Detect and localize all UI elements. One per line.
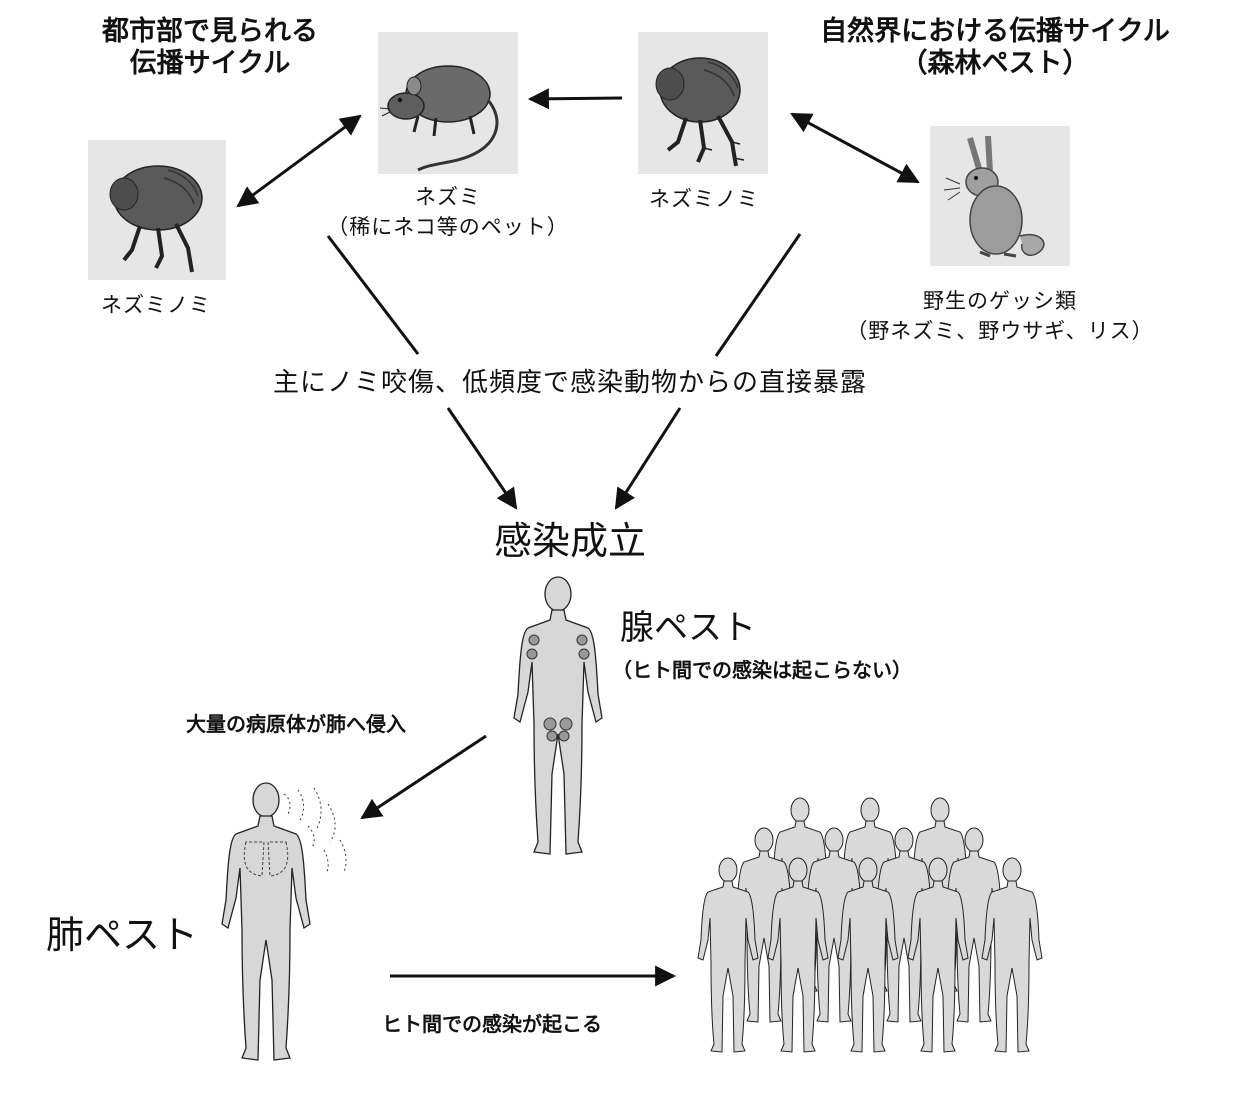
infection-established-label: 感染成立 — [493, 519, 646, 563]
lung-invasion-label: 大量の病原体が肺へ侵入 — [186, 712, 406, 736]
lungs-marker — [243, 841, 289, 877]
rat-icon — [379, 65, 499, 172]
wild-rodent-label: 野生のゲッシ類 （野ネズミ、野ウサギ、リス） — [820, 286, 1180, 346]
transmission-route-label: 主にノミ咬傷、低頻度で感染動物からの直接暴露 — [272, 368, 867, 398]
sylvatic-to-infection-arrow — [614, 407, 682, 510]
human-figure-icon — [221, 782, 311, 1061]
bubonic-plague-note: （ヒト間での感染は起こらない） — [612, 658, 912, 682]
sylvatic-cycle-title-line2: （森林ペスト） — [900, 48, 1090, 79]
urban-route-upper-line — [326, 235, 420, 355]
sylvatic-route-upper-line — [714, 233, 802, 357]
rabbit-icon — [943, 135, 1045, 258]
flea-icon — [109, 165, 203, 273]
human-crowd-icon — [697, 797, 1043, 1053]
bubonic-plague-title: 腺ペスト — [620, 608, 756, 648]
rat-label-line1: ネズミ — [415, 185, 481, 209]
lung-invasion-arrow — [360, 734, 487, 820]
exhaled-droplets — [283, 787, 347, 875]
rat-flea-left-label: ネズミノミ — [101, 293, 211, 317]
flea-rat-bidirectional-arrow — [236, 114, 362, 208]
sylvatic-cycle-title-line1: 自然界における伝播サイクル — [820, 16, 1170, 47]
wild-rodent-image — [930, 126, 1070, 266]
rat-label: ネズミ （稀にネコ等のペット） — [320, 182, 576, 242]
rat-flea-top-image — [638, 32, 768, 174]
urban-cycle-title-line1: 都市部で見られる — [102, 16, 318, 47]
wild-rodent-label-line2: （野ネズミ、野ウサギ、リス） — [846, 319, 1154, 343]
rat-image — [378, 32, 518, 174]
pneumonic-plague-title: 肺ペスト — [46, 913, 199, 957]
human-to-human-label: ヒト間での感染が起こる — [382, 1012, 602, 1036]
urban-cycle-title: 都市部で見られる 伝播サイクル — [70, 16, 350, 80]
urban-cycle-title-line2: 伝播サイクル — [129, 48, 291, 79]
bubonic-human-figure — [513, 576, 603, 855]
rat-flea-top-label: ネズミノミ — [649, 187, 759, 211]
urban-to-infection-arrow — [446, 407, 518, 510]
flea-wild-rodent-bidirectional-arrow — [790, 112, 920, 184]
flea-icon — [655, 57, 745, 167]
pneumonic-human-figure — [221, 782, 347, 1061]
sylvatic-cycle-title: 自然界における伝播サイクル （森林ペスト） — [780, 16, 1210, 80]
wild-rodent-label-line1: 野生のゲッシ類 — [923, 289, 1077, 313]
human-figure-icon — [513, 576, 603, 855]
rat-label-line2: （稀にネコ等のペット） — [327, 215, 569, 239]
rat-flea-left-image — [88, 140, 226, 280]
flea-to-rat-arrow — [527, 88, 623, 110]
human-crowd-figures — [697, 797, 1043, 1053]
lymph-node-markers — [526, 634, 590, 742]
